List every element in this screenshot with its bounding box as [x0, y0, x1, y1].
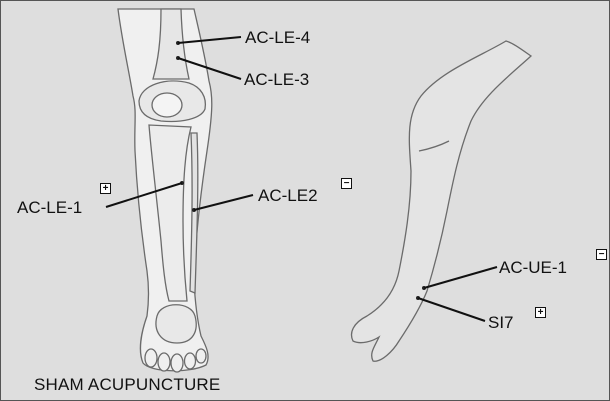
minus-icon: −	[596, 249, 607, 260]
label-ac-le2: AC-LE2	[258, 187, 318, 204]
plus-icon: +	[100, 183, 111, 194]
label-si7: SI7	[488, 314, 514, 331]
label-ac-le-3: AC-LE-3	[244, 71, 309, 88]
leg-illustration	[118, 9, 212, 372]
label-ac-le-4: AC-LE-4	[245, 29, 310, 46]
label-ac-le-1: AC-LE-1	[17, 199, 82, 216]
minus-icon: −	[341, 178, 352, 189]
label-ac-ue-1: AC-UE-1	[499, 259, 567, 276]
diagram-caption: SHAM ACUPUNCTURE	[34, 375, 220, 395]
plus-icon: +	[535, 307, 546, 318]
